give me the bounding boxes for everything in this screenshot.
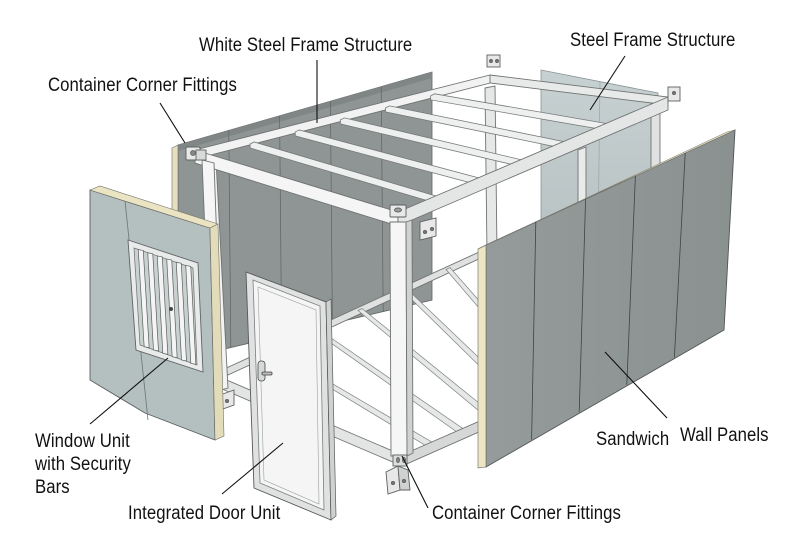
security-bars [137,249,197,365]
security-bar [175,261,187,362]
label-white-steel-frame: White Steel Frame Structure [199,35,413,56]
security-bar [137,249,150,349]
label-steel-frame: Steel Frame Structure [570,30,736,51]
security-bar [185,264,197,365]
security-bar [156,255,169,355]
panel-seam [578,198,586,413]
corner-fitting-top-left [185,146,207,161]
leader-door-unit [221,442,284,495]
door [245,271,337,521]
corner-fittings [185,54,681,495]
leader-corner-fittings-top [159,102,186,144]
right-panel-seams [531,152,686,440]
right-wall-panel [477,129,736,469]
leader-lines [89,55,668,509]
window-unit [127,239,204,373]
security-bar [147,252,159,352]
label-sandwich: Sandwich [596,429,670,450]
corner-fitting-top-back [486,54,501,68]
window-panel [89,185,225,441]
corner-fitting-top-front [389,204,407,218]
corner-fitting-bottom-loose [385,465,411,495]
door-handle [257,360,273,382]
corner-fitting-top-right [667,86,681,102]
label-window-unit: Window Unit with Security Bars [35,431,131,498]
label-corner-fittings-bottom: Container Corner Fittings [432,503,621,524]
label-door-unit: Integrated Door Unit [128,503,281,524]
panel-seam [674,152,686,358]
label-corner-fittings-top: Container Corner Fittings [48,75,237,96]
panel-seam [531,221,537,440]
panel-seam [380,86,384,313]
leader-steel-frame [589,55,626,111]
corner-fitting-loose-mid [419,217,437,241]
leader-window-unit [89,357,169,425]
leader-sandwich-wall [604,351,668,419]
leader-corner-fittings-bottom [401,455,429,509]
panel-seam [626,175,636,385]
corner-fitting-bottom-front [392,454,408,467]
label-wall-panels: Wall Panels [680,425,769,446]
